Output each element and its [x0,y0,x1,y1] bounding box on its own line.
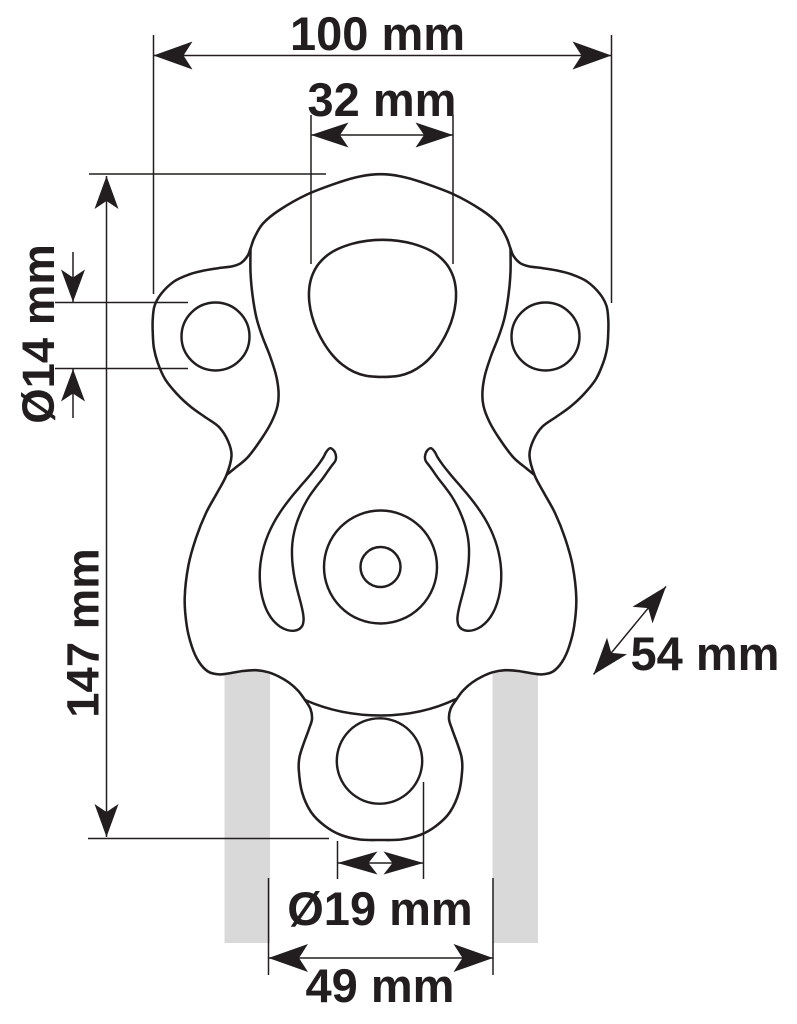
svg-text:Ø14 mm: Ø14 mm [13,244,64,424]
svg-text:54 mm: 54 mm [631,627,780,680]
svg-text:147 mm: 147 mm [58,548,109,717]
svg-text:Ø19 mm: Ø19 mm [287,882,472,935]
svg-text:100 mm: 100 mm [290,7,465,60]
svg-text:32 mm: 32 mm [308,73,457,126]
svg-text:49 mm: 49 mm [306,959,455,1012]
